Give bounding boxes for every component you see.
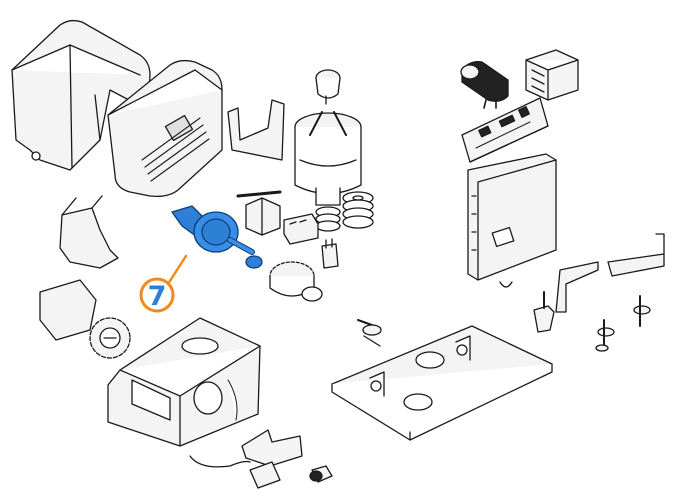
wiring-connector: [236, 190, 282, 236]
release-lever: [555, 233, 665, 313]
callout-7: 7: [139, 254, 188, 313]
end-cap: [59, 195, 119, 269]
knob-cap: [315, 69, 341, 105]
rear-bracket: [227, 99, 285, 161]
limit-switch-bracket: [189, 429, 303, 468]
pivot-screw: [357, 319, 382, 347]
transformer: [525, 49, 579, 101]
control-board: [461, 97, 549, 163]
pinion-gear: [269, 261, 323, 302]
anchor-plate: [331, 325, 553, 441]
small-connector: [321, 238, 339, 269]
release-cover: [249, 461, 281, 489]
gearbox-housing: [107, 317, 261, 447]
callout-number: 7: [148, 281, 167, 312]
key-lock: [309, 465, 333, 483]
terminal-block: [283, 213, 319, 245]
mounting-plate: [467, 153, 557, 288]
spring-washer-stack: [342, 191, 374, 229]
motor: [294, 111, 362, 232]
front-cover: [107, 59, 223, 198]
small-gear: [39, 279, 131, 359]
small-bolt: [595, 295, 651, 352]
capacitor: [460, 61, 509, 109]
worm-gear-assembly: [171, 205, 263, 269]
housing-cover: [11, 19, 151, 171]
mounting-bolt: [533, 291, 555, 333]
